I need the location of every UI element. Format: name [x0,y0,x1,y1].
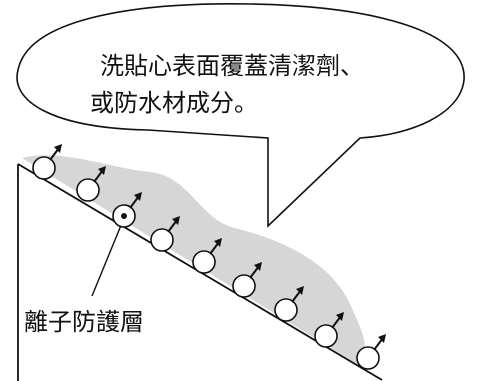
ion-arrow-head [172,216,180,225]
ion-group [32,144,386,370]
ion-circle [314,324,338,348]
speech-bubble [16,3,465,228]
ion-2 [76,166,106,202]
ion-circle [232,274,256,298]
ion-7 [274,286,304,322]
ion-9 [356,334,386,370]
ion-arrow-head [336,312,344,321]
ion-8 [314,312,344,348]
ion-arrow-head [214,238,222,247]
label-leader-line [91,217,125,297]
ion-3 [112,192,142,228]
ion-5 [192,238,222,274]
ion-protective-layer-label: 離子防護層 [24,308,144,336]
ion-arrow-head [296,286,304,295]
ion-arrow-head [54,144,62,153]
bubble-text-line-2: 或防水材成分。 [90,89,258,117]
ion-circle [32,156,56,180]
ion-4 [150,216,180,252]
ion-circle [192,250,216,274]
ion-arrow-head [254,262,262,271]
ion-core-dot [121,213,127,219]
ion-arrow-head [378,334,386,343]
ion-arrow-head [134,192,142,201]
ion-1 [32,144,62,180]
ion-circle [274,298,298,322]
ion-circle [76,178,100,202]
ion-arrow-head [98,166,106,175]
ion-circle [356,346,380,370]
ion-6 [232,262,262,298]
bubble-text-line-1: 洗貼心表面覆蓋清潔劑、 [100,52,364,80]
ion-circle [150,228,174,252]
